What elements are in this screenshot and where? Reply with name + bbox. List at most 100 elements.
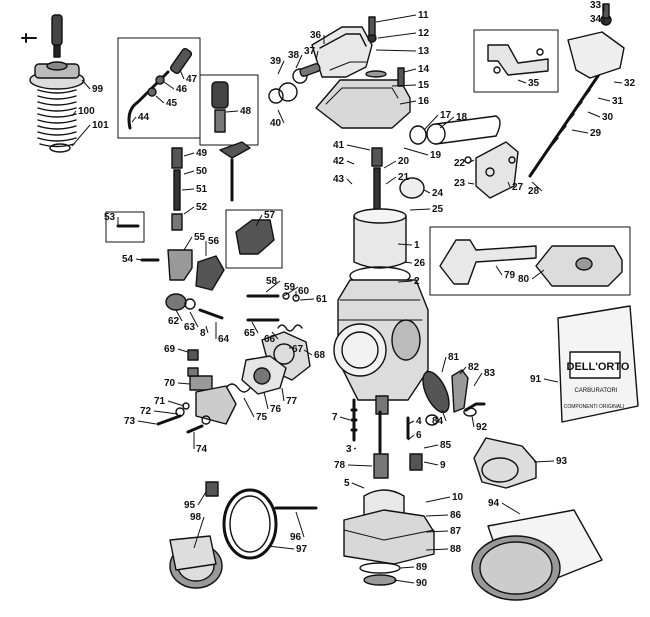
callout-15: 15 (418, 80, 430, 91)
leader-line-99 (81, 79, 91, 90)
leader-line-84 (441, 409, 447, 422)
callout-25: 25 (432, 204, 444, 215)
top-cover-assembly (268, 16, 411, 129)
callout-54: 54 (122, 254, 134, 265)
callout-55: 55 (194, 232, 206, 243)
leader-line-79 (495, 265, 503, 276)
callout-69: 69 (164, 344, 176, 355)
leader-line-66 (271, 331, 279, 340)
callout-65: 65 (244, 328, 256, 339)
manifold-clamp (169, 481, 318, 589)
leader-line-65 (251, 321, 259, 334)
callout-78: 78 (334, 460, 346, 471)
callout-48: 48 (240, 106, 252, 117)
leader-line-14 (403, 68, 417, 73)
leader-line-17 (423, 114, 439, 131)
leader-line-73 (137, 420, 157, 425)
leader-line-37 (315, 50, 319, 61)
callout-74: 74 (196, 444, 208, 455)
leader-line-85 (423, 444, 439, 449)
callout-86: 86 (450, 510, 462, 521)
leader-line-100 (71, 110, 77, 117)
leader-line-26 (403, 261, 413, 264)
leader-line-45 (155, 95, 165, 104)
leader-line-92 (471, 415, 475, 428)
leader-line-30 (587, 111, 601, 118)
callout-46: 46 (176, 84, 188, 95)
leader-line-6 (407, 434, 415, 441)
leader-line-63 (189, 311, 199, 328)
callout-59: 59 (284, 282, 296, 293)
callout-12: 12 (418, 28, 430, 39)
callout-99: 99 (92, 84, 104, 95)
leader-line-77 (281, 387, 285, 402)
leader-line-57 (255, 214, 263, 227)
leader-line-35 (517, 79, 527, 84)
leader-line-95 (197, 491, 207, 506)
callout-88: 88 (450, 544, 462, 555)
callout-24: 24 (432, 188, 444, 199)
leader-line-55 (183, 236, 193, 251)
callout-56: 56 (208, 236, 220, 247)
leader-line-9 (423, 461, 439, 466)
bag-sub-label: CARBURATORI (574, 388, 617, 394)
callout-71: 71 (154, 396, 166, 407)
callout-18: 18 (456, 112, 468, 123)
leader-line-13 (375, 49, 417, 52)
bag-brand-label: DELL'ORTO (567, 361, 630, 373)
callout-43: 43 (333, 174, 345, 185)
callout-83: 83 (484, 368, 496, 379)
callout-53: 53 (104, 212, 116, 223)
leader-line-2 (397, 280, 413, 283)
callout-75: 75 (256, 412, 268, 423)
bag-sub-label-2: COMPONENTI ORIGINALI (564, 404, 625, 410)
callout-33: 33 (590, 0, 602, 11)
leader-line-18 (439, 116, 455, 129)
leader-line-101 (71, 124, 91, 147)
callout-10: 10 (452, 492, 464, 503)
leader-line-80 (531, 269, 545, 280)
callout-92: 92 (476, 422, 488, 433)
callout-52: 52 (196, 202, 208, 213)
leader-line-4 (407, 420, 415, 425)
choke-parts-box (117, 37, 201, 139)
callout-41: 41 (333, 140, 345, 151)
callout-97: 97 (296, 544, 308, 555)
leader-line-89 (399, 566, 415, 569)
leader-line-81 (441, 356, 447, 373)
callout-70: 70 (164, 378, 176, 389)
leader-line-3 (353, 447, 357, 450)
intake-parts (422, 305, 639, 601)
callout-5: 5 (344, 478, 350, 489)
callout-96: 96 (290, 532, 302, 543)
leader-line-11 (375, 14, 417, 23)
leader-line-15 (391, 84, 417, 87)
leader-line-90 (393, 579, 415, 584)
leader-line-61 (299, 298, 315, 301)
leader-line-29 (571, 129, 589, 134)
callout-3: 3 (346, 444, 352, 455)
callout-87: 87 (450, 526, 462, 537)
callout-51: 51 (196, 184, 208, 195)
leader-line-49 (183, 152, 195, 157)
leader-line-97 (267, 545, 295, 550)
callout-66: 66 (264, 334, 276, 345)
leader-line-21 (385, 176, 397, 185)
leader-line-91 (543, 378, 559, 383)
callout-61: 61 (316, 294, 328, 305)
leader-line-28 (531, 181, 543, 192)
callout-42: 42 (333, 156, 345, 167)
callout-84: 84 (432, 416, 444, 427)
leader-line-47 (179, 69, 185, 80)
leader-line-69 (177, 348, 189, 353)
leader-line-22 (467, 159, 475, 164)
leader-lines (71, 5, 623, 584)
leader-line-40 (277, 109, 285, 124)
callout-28: 28 (528, 186, 540, 197)
leader-line-94 (501, 502, 521, 515)
leader-line-31 (597, 97, 611, 102)
callout-26: 26 (414, 258, 426, 269)
callout-47: 47 (186, 74, 198, 85)
leader-line-27 (507, 181, 511, 188)
